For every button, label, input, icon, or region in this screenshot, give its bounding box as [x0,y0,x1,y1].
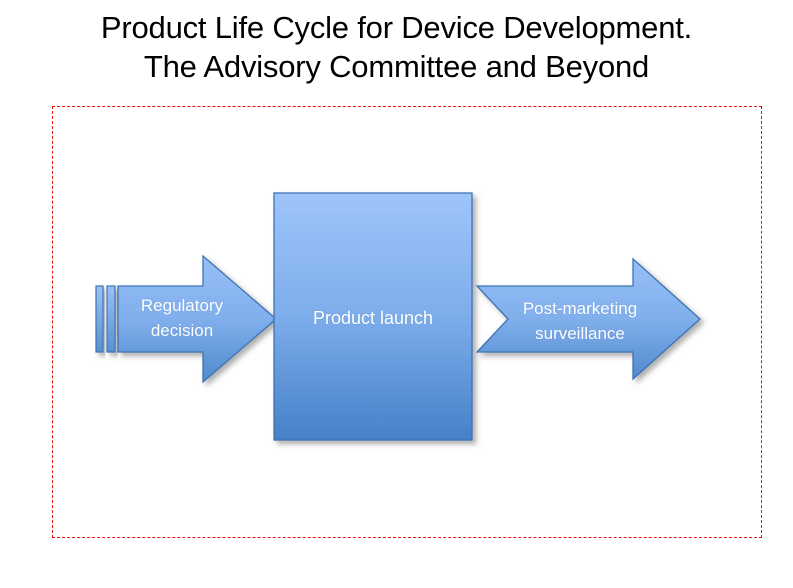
content-frame [52,106,762,538]
step-label-regulatory-decision: Regulatory decision [140,296,224,340]
page-title: Product Life Cycle for Device Developmen… [100,10,693,84]
step-label-post-marketing-surveillance: Post-marketing surveillance [522,299,638,343]
step-label-product-launch: Product launch [312,307,434,328]
